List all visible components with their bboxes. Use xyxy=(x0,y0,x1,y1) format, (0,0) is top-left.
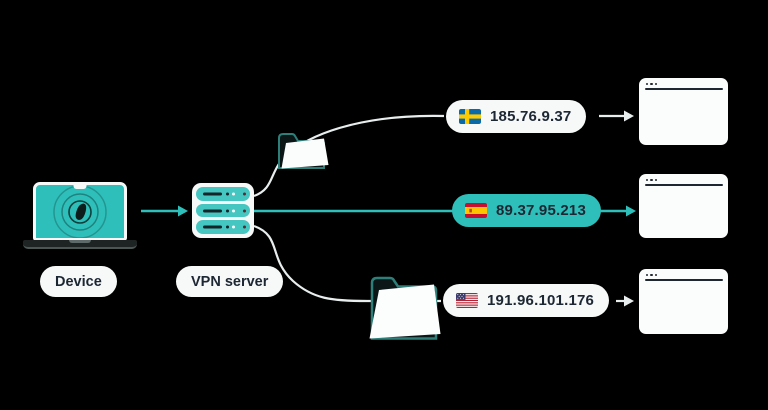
browser-dots xyxy=(646,83,658,86)
server-rack-icon xyxy=(192,183,254,238)
arrow-right-icon xyxy=(178,205,188,217)
us-flag-icon xyxy=(456,293,478,308)
folder-icon xyxy=(278,133,329,169)
folder-icon xyxy=(369,276,441,340)
vpn-server-label: VPN server xyxy=(176,266,284,297)
browser-header-line xyxy=(645,184,723,186)
spain-flag-icon xyxy=(465,203,487,218)
browser-dots xyxy=(646,179,658,182)
arrow-right-icon xyxy=(624,295,634,307)
sweden-flag-icon xyxy=(459,109,481,124)
server-rack-bar xyxy=(196,220,250,235)
laptop-camera-notch xyxy=(73,185,87,189)
laptop-screen xyxy=(33,182,127,241)
ip-pill-us: 191.96.101.176 xyxy=(443,284,610,317)
ip-pill-sweden: 185.76.9.37 xyxy=(446,100,587,133)
ip-address: 89.37.95.213 xyxy=(496,202,586,219)
browser-header-line xyxy=(645,279,723,281)
ip-pill-spain: 89.37.95.213 xyxy=(452,194,601,227)
device-label: Device xyxy=(40,266,117,297)
arrow-right-icon xyxy=(626,205,636,217)
surfshark-logo-icon xyxy=(53,185,107,238)
route-line-us xyxy=(253,224,441,303)
ip-address: 191.96.101.176 xyxy=(487,292,595,309)
browser-header-line xyxy=(645,88,723,90)
server-rack-bar xyxy=(196,187,250,201)
laptop-base xyxy=(23,240,137,249)
server-rack-bar xyxy=(196,203,250,218)
browser-window-icon xyxy=(639,269,728,334)
laptop-icon xyxy=(23,182,137,249)
browser-window-icon xyxy=(639,174,728,238)
arrow-right-icon xyxy=(624,110,634,122)
ip-address: 185.76.9.37 xyxy=(490,108,572,125)
browser-dots xyxy=(646,274,658,277)
browser-window-icon xyxy=(639,78,728,145)
